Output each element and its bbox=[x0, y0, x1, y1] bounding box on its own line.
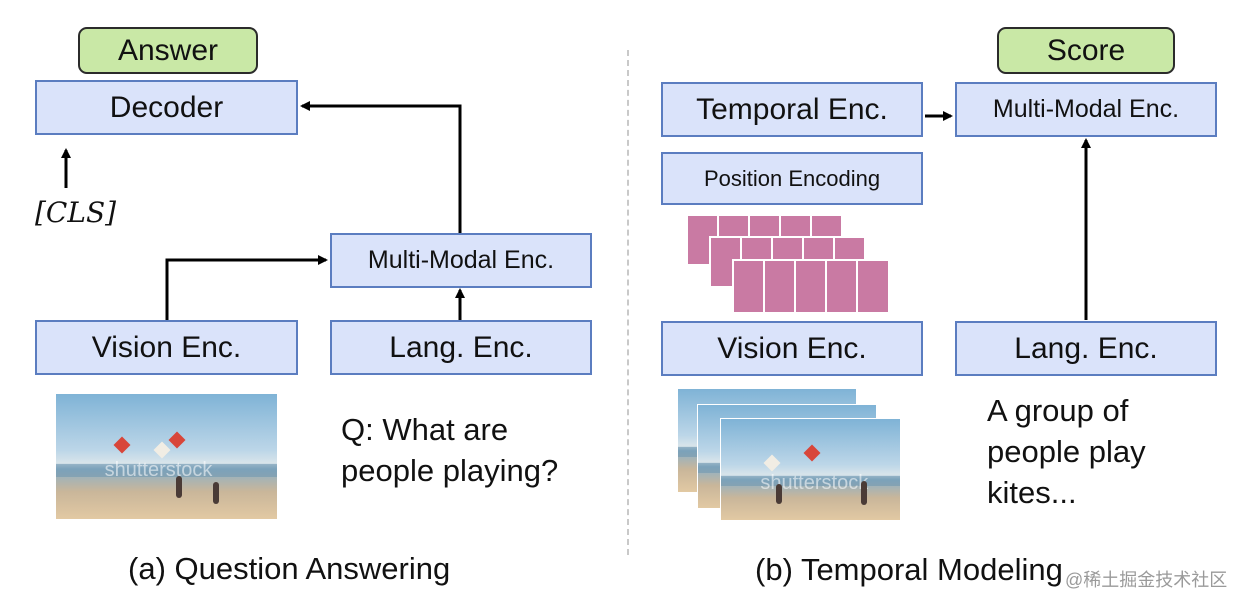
language-encoder-box: Lang. Enc. bbox=[330, 320, 592, 375]
answer-box: Answer bbox=[78, 27, 258, 74]
text-line-1: A group of bbox=[987, 393, 1129, 428]
kite-beach-photo: shutterstock bbox=[55, 393, 278, 520]
panel-divider bbox=[627, 50, 629, 555]
photo-watermark: shutterstock bbox=[104, 459, 213, 481]
token-tile bbox=[794, 259, 827, 314]
score-box: Score bbox=[997, 27, 1175, 74]
cls-token: [CLS] bbox=[35, 196, 117, 229]
question-line-2: people playing? bbox=[341, 453, 559, 488]
token-tile bbox=[856, 259, 890, 314]
decoder-box: Decoder bbox=[35, 80, 298, 135]
person-figure bbox=[176, 476, 182, 498]
sea-band bbox=[56, 464, 277, 477]
text-line-2: people play bbox=[987, 434, 1146, 469]
arrow-multimodal-to-decoder bbox=[300, 101, 462, 233]
person-figure bbox=[213, 482, 219, 504]
vision-encoder-box: Vision Enc. bbox=[35, 320, 298, 375]
token-tile bbox=[763, 259, 796, 314]
multimodal-encoder-box-b: Multi-Modal Enc. bbox=[955, 82, 1217, 137]
token-tile bbox=[732, 259, 765, 314]
kite-icon bbox=[168, 431, 186, 449]
video-frame-front: shutterstock bbox=[720, 418, 901, 521]
photo-watermark: shutterstock bbox=[760, 471, 869, 494]
person-figure bbox=[776, 484, 782, 504]
kite-icon bbox=[803, 444, 821, 462]
caption-b: (b) Temporal Modeling bbox=[755, 552, 1063, 587]
vision-encoder-box-b: Vision Enc. bbox=[661, 321, 923, 376]
question-line-1: Q: What are bbox=[341, 412, 509, 447]
text-line-3: kites... bbox=[987, 475, 1077, 510]
temporal-encoder-box: Temporal Enc. bbox=[661, 82, 923, 137]
kite-icon bbox=[763, 454, 781, 472]
arrow-vision-to-multimodal bbox=[165, 255, 328, 320]
site-watermark: @稀土掘金技术社区 bbox=[1065, 570, 1228, 590]
sea-band bbox=[721, 475, 900, 486]
kite-icon bbox=[113, 436, 131, 454]
person-figure bbox=[861, 481, 867, 505]
language-encoder-box-b: Lang. Enc. bbox=[955, 321, 1217, 376]
kite-icon bbox=[153, 441, 171, 459]
token-tile bbox=[825, 259, 858, 314]
position-encoding-box: Position Encoding bbox=[661, 152, 923, 205]
caption-a: (a) Question Answering bbox=[128, 551, 451, 586]
multimodal-encoder-box: Multi-Modal Enc. bbox=[330, 233, 592, 288]
